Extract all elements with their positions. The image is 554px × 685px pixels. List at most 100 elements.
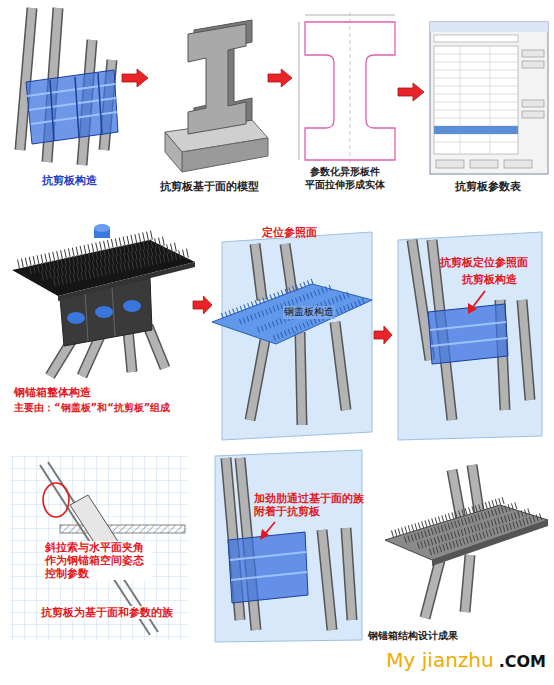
parameter-dialog [522,61,544,68]
shear-plate-model [472,291,485,308]
stiffener-model [230,552,306,560]
caption-text: 加劲肋通过基于面的族 附着于抗剪板 [254,492,363,518]
cover-plate-model [274,300,366,338]
flow-arrow [374,326,392,344]
shear-plate-model [26,70,118,144]
flow-arrow [122,69,148,87]
flow-arrow [193,296,212,314]
anchor-box-model [95,306,113,318]
anchor-box-model [94,224,110,232]
caption-text: 抗剪板定位参照面 [440,256,528,270]
caption-text: 定位参照面 [262,226,317,240]
panel: 参数化异形板件 平面拉伸形成实体 [292,4,398,196]
plate-3d-model [165,20,268,172]
flow-arrow [268,69,292,87]
stiffener-model [265,522,275,534]
parameter-dialog [504,160,532,168]
stiffener-model [228,532,308,603]
final-model [392,500,543,552]
panel: 抗剪板定位参照面抗剪板构造 [392,222,548,442]
anchor-box-model [54,253,188,282]
final-model [430,516,543,552]
shear-plate-model [428,291,508,364]
plate-3d-model [182,138,268,172]
profile-drawing [299,12,395,164]
flow-arrow [398,83,424,101]
parameter-dialog [470,160,498,168]
panel: 钢锚箱结构设计成果 [366,450,548,646]
shear-plate-model [430,322,506,330]
caption-text: 主要由：“钢盖板”和“抗剪板”组成 [14,402,170,415]
shear-plate-model [31,112,117,124]
caption-text: 参数化异形板件 平面拉伸形成实体 [300,166,390,191]
anchor-box-model [42,247,176,276]
parameter-dialog [522,100,544,107]
anchor-box-model [12,224,195,346]
plate-3d-model [188,24,246,134]
caption-text: 抗剪板构造 [462,273,517,287]
profile-drawing [299,22,300,160]
anchor-box-model [30,241,164,270]
panel: 抗剪板参数表 [424,4,550,196]
final-model [405,505,518,540]
anchor-box-model [85,293,88,341]
parameter-dialog [434,46,518,154]
parameter-dialog [434,46,518,154]
caption-text: 抗剪板为基于面和参数的族 [40,606,174,619]
anchor-box-model [123,300,141,312]
anchor-box-model [18,235,152,264]
shear-plate-model [468,303,477,314]
shear-plate-model [98,73,102,135]
anchor-box-model [58,262,195,301]
final-model [392,500,505,534]
shear-plate-model [50,80,54,141]
panel: 抗剪板构造 [5,4,122,196]
caption-text: 斜拉索与水平面夹角 作为钢锚箱空间姿态 控制参数 [44,541,153,580]
anchor-box-model [67,312,85,324]
cover-plate-model [222,281,366,338]
cover-plate-model [212,281,372,344]
stiffener-model [231,572,307,580]
profile-drawing [305,22,395,160]
caption-text: 钢锚箱整体构造 [14,386,91,400]
shear-plate-model [75,77,79,138]
shear-plate-model [29,98,116,110]
parameter-dialog [522,111,544,118]
parameter-dialog [430,22,548,174]
grid-drawing [10,455,188,640]
watermark-text: .COM [499,652,546,671]
caption-text: 抗剪板参数表 [455,180,521,194]
parameter-dialog [522,50,544,57]
shear-plate-model [26,70,118,144]
shear-plate-model [431,338,507,346]
stiffener-model [260,529,269,540]
grid-drawing [43,483,69,517]
parameter-dialog [430,22,548,32]
parameter-dialog [436,160,464,168]
parameter-dialog [434,126,518,134]
panel: 斜拉索与水平面夹角 作为钢锚箱空间姿态 控制参数抗剪板为基于面和参数的族 [5,450,190,640]
panel: 定位参照面钢盖板构造 [212,222,374,442]
grid-drawing [10,455,188,640]
shear-plate-model [428,304,508,364]
stiffener-model [228,522,308,603]
final-model [385,500,548,566]
panel: 抗剪板基于面的模型 [148,4,268,196]
panel: 钢锚箱整体构造主要由：“钢盖板”和“抗剪板”组成 [5,222,193,422]
caption-text: 抗剪板构造 [42,174,97,188]
panel: 加劲肋通过基于面的族 附着于抗剪板 [200,450,365,645]
cover-plate-model [212,284,372,344]
caption-text: 抗剪板基于面的模型 [160,180,259,193]
caption-text: 钢锚箱结构设计成果 [368,630,458,643]
watermark-text: My jianzhu [386,648,493,672]
watermark: My jianzhu .COM [386,648,546,672]
anchor-box-model [18,235,188,282]
plate-3d-model [165,132,182,172]
profile-drawing [350,12,351,164]
parameter-dialog [434,35,518,42]
parameter-dialog [430,22,548,174]
caption-text: 钢盖板构造 [283,306,335,319]
